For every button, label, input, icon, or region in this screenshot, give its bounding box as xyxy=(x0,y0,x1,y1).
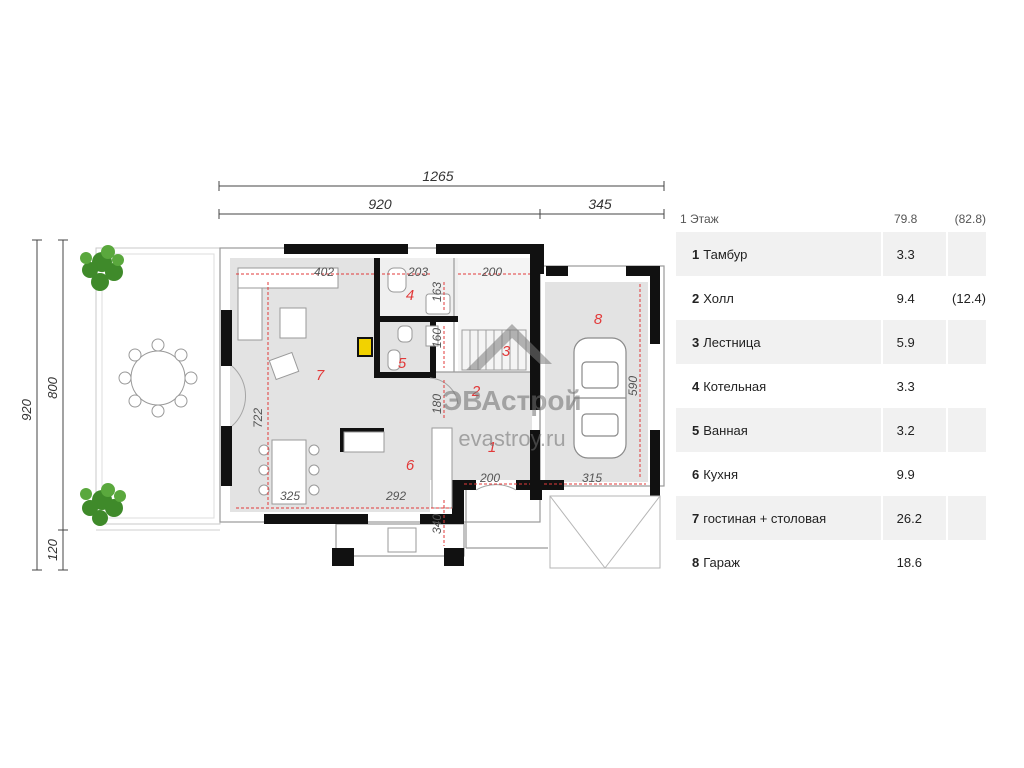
room-name: Ванная xyxy=(703,422,748,438)
room-number: 1 xyxy=(692,246,700,262)
room-number: 5 xyxy=(692,422,700,438)
room-number: 7 xyxy=(692,510,700,526)
floor-label: 1 Этаж xyxy=(680,212,719,226)
room-name: Лестница xyxy=(703,334,761,350)
room-area-extra xyxy=(946,496,986,540)
room-name: Гараж xyxy=(703,554,740,570)
room-area: 26.2 xyxy=(880,496,947,540)
dim-height-outer: 920 xyxy=(19,398,34,420)
room-area-extra xyxy=(946,452,986,496)
furniture xyxy=(237,267,453,553)
dim-height-terrace: 800 xyxy=(45,376,60,398)
room-name: Тамбур xyxy=(703,246,748,262)
dim-200-bottom: 200 xyxy=(479,471,500,485)
room-number-1: 1 xyxy=(488,439,496,456)
room-number-8: 8 xyxy=(594,311,603,328)
dim-402: 402 xyxy=(314,265,334,279)
room-name: гостиная + столовая xyxy=(703,510,827,526)
top-dimensions xyxy=(218,181,665,219)
thick-walls xyxy=(221,244,660,566)
room-area-extra xyxy=(946,364,986,408)
room-area: 9.4 xyxy=(880,276,947,320)
floor-plan: 1265 920 345 920 800 120 xyxy=(19,168,665,571)
dim-292: 292 xyxy=(385,489,406,503)
room-area-extra xyxy=(946,408,986,452)
room-name: Холл xyxy=(703,290,734,306)
dim-160: 160 xyxy=(430,328,444,348)
room-number: 3 xyxy=(692,334,700,350)
watermark-site: evastroy.ru xyxy=(458,426,565,451)
door-swings xyxy=(231,365,517,491)
terrace-dining-table xyxy=(118,338,198,418)
plant-top-icon xyxy=(80,245,124,291)
dim-340: 340 xyxy=(430,514,444,534)
dim-203: 203 xyxy=(407,265,428,279)
room-area-extra xyxy=(946,320,986,364)
room-number: 4 xyxy=(692,378,700,394)
room-area-extra: (12.4) xyxy=(946,276,986,320)
room-number: 2 xyxy=(692,290,700,306)
room-number-7: 7 xyxy=(316,367,325,384)
room-name: Кухня xyxy=(703,466,739,482)
dim-200-top: 200 xyxy=(481,265,502,279)
room-area: 3.2 xyxy=(880,408,947,452)
watermark-brand: ЭВАстрой xyxy=(442,385,581,416)
fireplace-icon xyxy=(357,337,373,357)
room-number-3: 3 xyxy=(502,343,511,360)
dim-722: 722 xyxy=(251,408,265,428)
dim-325: 325 xyxy=(280,489,300,503)
floor-area: 79.8 xyxy=(894,212,918,226)
plant-bottom-icon xyxy=(80,483,126,526)
room-number: 8 xyxy=(692,554,700,570)
dim-total-width: 1265 xyxy=(422,168,453,184)
room-area: 3.3 xyxy=(880,232,947,276)
room-area: 5.9 xyxy=(880,320,947,364)
area-table-header: 1 Этаж 79.8 (82.8) xyxy=(676,206,986,232)
dim-180: 180 xyxy=(430,394,444,414)
room-name: Котельная xyxy=(703,378,767,394)
car-icon xyxy=(573,337,627,459)
dim-315: 315 xyxy=(582,471,602,485)
dim-height-bottom: 120 xyxy=(45,538,60,560)
dim-163: 163 xyxy=(430,282,444,302)
room-number-5: 5 xyxy=(398,355,407,372)
room-number: 6 xyxy=(692,466,700,482)
room-number-2: 2 xyxy=(471,383,481,400)
house-logo-icon xyxy=(466,324,552,370)
floor-total: (82.8) xyxy=(954,212,986,226)
room-area-extra xyxy=(946,232,986,276)
interior-dimensions xyxy=(236,273,646,546)
dim-590: 590 xyxy=(626,376,640,396)
room-area: 3.3 xyxy=(880,364,947,408)
watermark: ЭВАстрой evastroy.ru xyxy=(442,324,582,451)
dim-width-main: 920 xyxy=(368,196,392,212)
dim-width-garage: 345 xyxy=(588,196,612,212)
room-area: 18.6 xyxy=(880,540,947,584)
room-number-6: 6 xyxy=(406,457,415,474)
room-number-4: 4 xyxy=(406,287,414,304)
room-area-extra xyxy=(946,540,986,584)
room-area: 9.9 xyxy=(880,452,947,496)
left-dimensions xyxy=(32,239,68,571)
garage-entry xyxy=(549,495,661,569)
